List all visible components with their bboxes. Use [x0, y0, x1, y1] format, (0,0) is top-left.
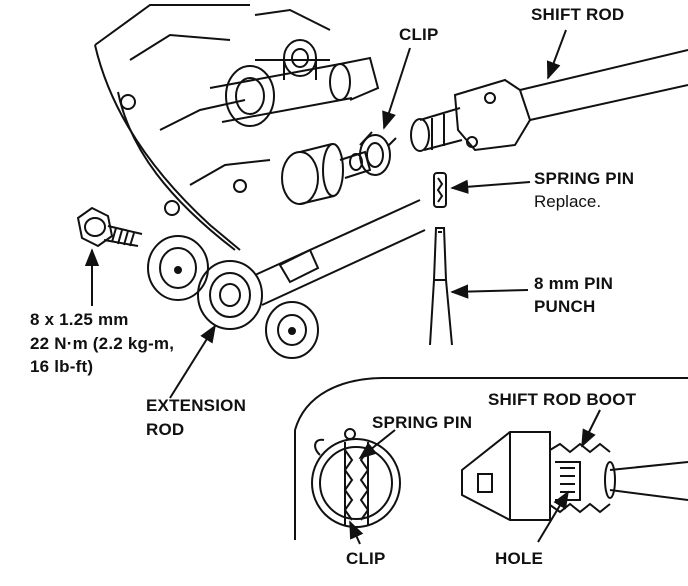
arrow-spring-pin: [450, 179, 531, 194]
clip-part: [359, 131, 397, 176]
label-bolt-torque-metric: 22 N·m (2.2 kg-m,: [30, 334, 175, 353]
label-hole: HOLE: [495, 549, 544, 568]
spring-pin-part: [433, 172, 447, 208]
arrow-detail-spring-pin: [358, 429, 396, 460]
extension-rod-bushing: [197, 260, 263, 330]
label-pin-punch-line2: PUNCH: [534, 297, 596, 316]
selector-shaft: [209, 56, 380, 127]
label-extension-rod-line2: ROD: [146, 420, 185, 439]
washer-right: [265, 301, 319, 359]
detail-panel-outline: [294, 377, 688, 431]
transmission-housing: [94, 4, 331, 251]
label-extension-rod-line1: EXTENSION: [146, 396, 247, 415]
arrow-detail-clip: [349, 520, 364, 545]
detail-boot-section: [461, 431, 688, 521]
joint-piece: [281, 143, 372, 205]
arrow-hole: [537, 490, 569, 543]
label-spring-pin: SPRING PIN: [534, 169, 635, 188]
label-pin-punch-line1: 8 mm PIN: [534, 274, 614, 293]
label-bolt-size: 8 x 1.25 mm: [30, 310, 129, 329]
extension-rod-part: [254, 199, 426, 306]
arrow-extension-rod: [169, 324, 216, 399]
pin-punch-part: [429, 227, 453, 346]
label-detail-spring-pin: SPRING PIN: [372, 413, 473, 432]
label-bolt-torque-imperial: 16 lb-ft): [30, 357, 94, 376]
label-detail-clip: CLIP: [346, 549, 386, 568]
bolt-part: [76, 206, 143, 248]
detail-clip-section: [311, 428, 401, 528]
leader-arrows: [84, 29, 601, 545]
arrow-clip: [382, 47, 411, 130]
label-replace-note: Replace.: [534, 192, 602, 211]
arrow-pin-punch: [450, 284, 529, 299]
shift-rod-part: [410, 49, 688, 152]
label-shift-rod: SHIFT ROD: [531, 5, 625, 24]
arrow-shift-rod-boot: [581, 409, 601, 448]
washer-left: [147, 235, 209, 301]
label-shift-rod-boot: SHIFT ROD BOOT: [488, 390, 637, 409]
label-clip: CLIP: [399, 25, 439, 44]
arrow-shift-rod: [546, 29, 567, 80]
